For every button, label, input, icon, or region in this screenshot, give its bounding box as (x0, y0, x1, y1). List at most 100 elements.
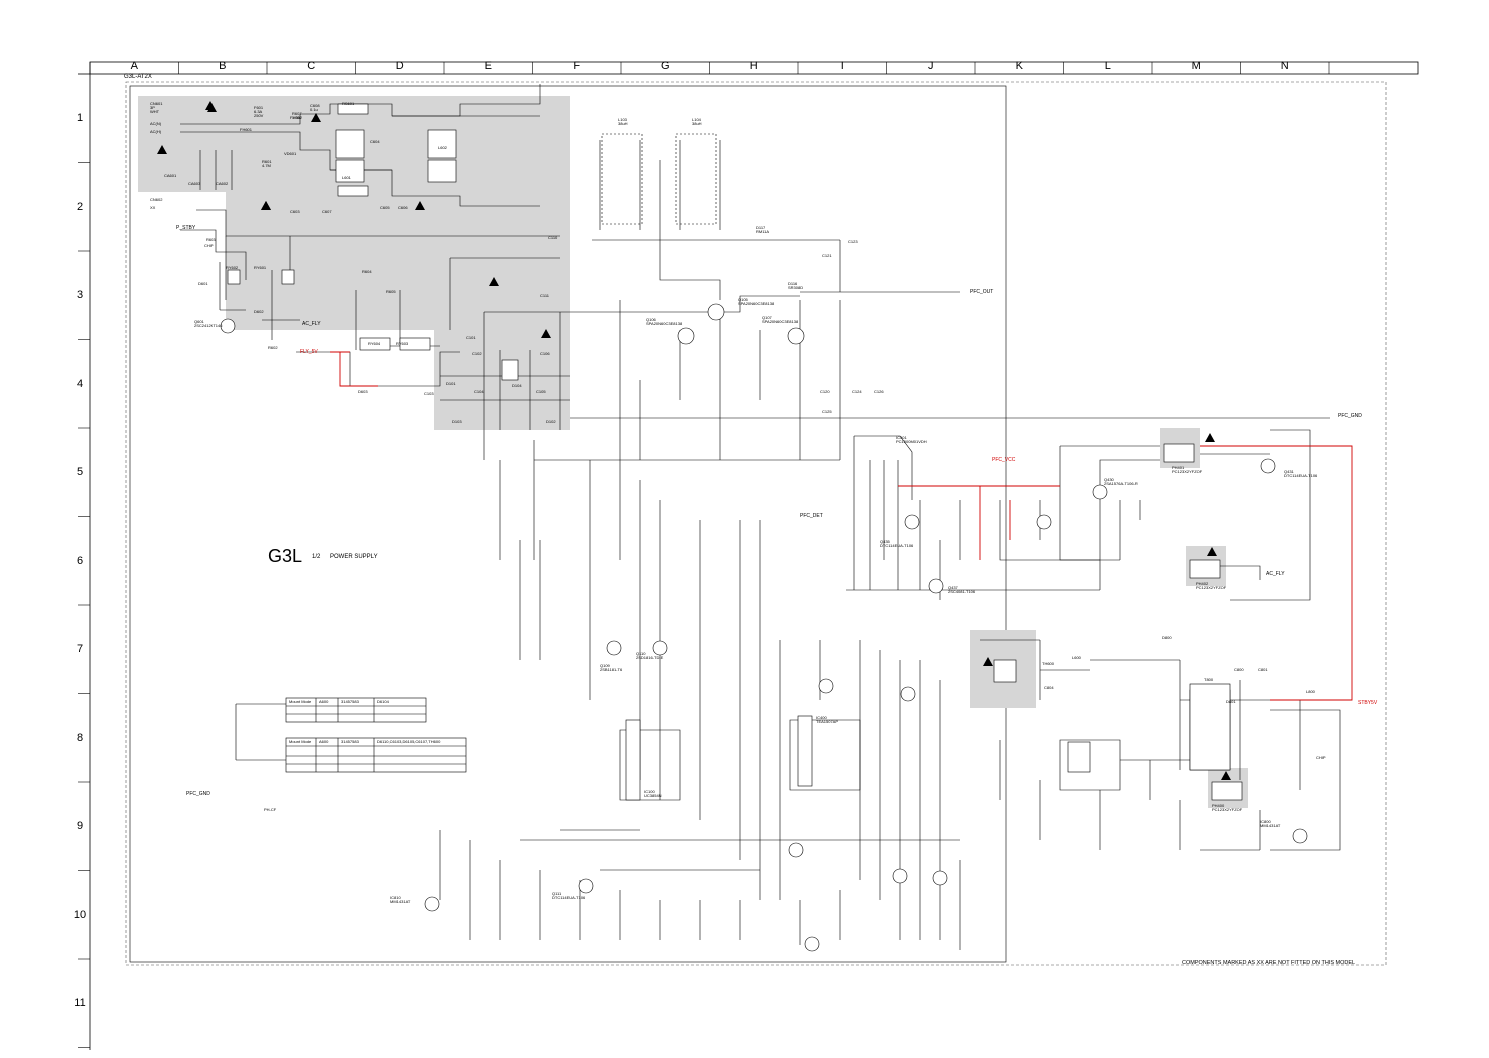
row-label-7: 7 (76, 643, 84, 656)
column-label-e: E (484, 60, 492, 72)
section-title: POWER SUPPLY (330, 554, 378, 560)
net-pfc-gnd: PFC_GND (1338, 413, 1362, 419)
label-l800: L800 (1306, 689, 1315, 694)
net-pfc-vcc: PFC_VCC (992, 457, 1016, 463)
caution-triangle-icon (415, 201, 425, 210)
vt1-h0: Mount Mode (289, 699, 312, 704)
label-c101: C101 (466, 335, 476, 340)
label-chip-1: CHIP (204, 243, 214, 248)
column-label-i: I (840, 60, 844, 72)
label-l602: L602 (438, 145, 447, 150)
row-label-3: 3 (76, 289, 84, 302)
label-l600: L600 (1072, 655, 1081, 660)
row-label-9: 9 (76, 820, 84, 833)
label-c126: C126 (874, 389, 884, 394)
model-code: G3L-AT2X (124, 74, 152, 80)
label-d801: D801 (1226, 699, 1236, 704)
row-ticks (78, 162, 90, 1048)
caution-triangle-icon (207, 103, 217, 112)
vt2-h2: 31457583 (341, 739, 359, 744)
label-ry602: RY602 (226, 265, 239, 270)
label-c125: C125 (822, 409, 832, 414)
caution-triangle-icon (311, 113, 321, 122)
label-d603: D603 (358, 389, 368, 394)
row-label-6: 6 (76, 554, 84, 567)
caution-triangle-icon (261, 201, 271, 210)
label-r604: R604 (362, 269, 372, 274)
label-d800: D800 (1162, 635, 1172, 640)
caution-triangle-icon (1221, 771, 1231, 780)
vt1-h2: 31457583 (341, 699, 359, 704)
circuit-wires (180, 84, 1341, 950)
label-d601: D601 (198, 281, 208, 286)
column-label-f: F (573, 60, 581, 72)
column-label-d: D (395, 60, 404, 72)
label-ca602: CA602 (216, 181, 229, 186)
label-d104: D104 (512, 383, 522, 388)
label-ac-h: AC(H) (150, 129, 162, 134)
label-d101: D101 (446, 381, 456, 386)
label-c123: C123 (848, 239, 858, 244)
highlighted-nets (330, 351, 1353, 701)
label-fh601: FH601 (240, 127, 253, 132)
caution-triangles (157, 101, 1231, 780)
net-pfc-gnd-left: PFC_GND (186, 791, 210, 797)
label-c800: C800 (1234, 667, 1244, 672)
label-ry604: RY604 (368, 341, 381, 346)
label-ca603: CA603 (188, 181, 201, 186)
column-label-a: A (130, 60, 138, 72)
vt1-h1: A600 (319, 699, 329, 704)
vt2-h0: Mount Mode (289, 739, 312, 744)
label-ph-cf: PH-CF (264, 807, 277, 812)
label-th600: TH600 (1042, 661, 1055, 666)
board-title: G3L (268, 546, 303, 566)
sheet-frame (78, 61, 1419, 1050)
column-label-l: L (1104, 60, 1111, 72)
net-p-stby: P_STBY (176, 225, 196, 231)
label-c106: C106 (540, 351, 550, 356)
row-label-11: 11 (74, 997, 86, 1010)
label-l601: L601 (342, 175, 351, 180)
caution-triangle-icon (157, 145, 167, 154)
column-label-c: C (307, 60, 316, 72)
label-c104: C104 (474, 389, 484, 394)
row-label-1: 1 (76, 112, 84, 125)
caution-triangle-icon (1205, 433, 1215, 442)
label-c124: C124 (852, 389, 862, 394)
inner-dashed-frame (125, 81, 1387, 966)
label-c121: C121 (822, 253, 832, 258)
vt2-h3: D6110,C6103,D6105,C6107,TH600 (377, 739, 441, 744)
label-ac-n: AC(N) (150, 121, 162, 126)
page-number: 1/2 (312, 554, 321, 560)
caution-triangle-icon (1207, 547, 1217, 556)
label-c103: C103 (424, 391, 434, 396)
column-label-m: M (1191, 60, 1201, 72)
label-c105: C105 (536, 389, 546, 394)
column-label-j: J (928, 60, 934, 72)
caution-triangle-icon (983, 657, 993, 666)
label-xx-1: XX (150, 205, 156, 210)
label-c603: C603 (290, 209, 300, 214)
row-label-5: 5 (76, 466, 84, 479)
label-c604: C604 (370, 139, 380, 144)
label-c607: C607 (322, 209, 332, 214)
label-r603: R603 (206, 237, 216, 242)
